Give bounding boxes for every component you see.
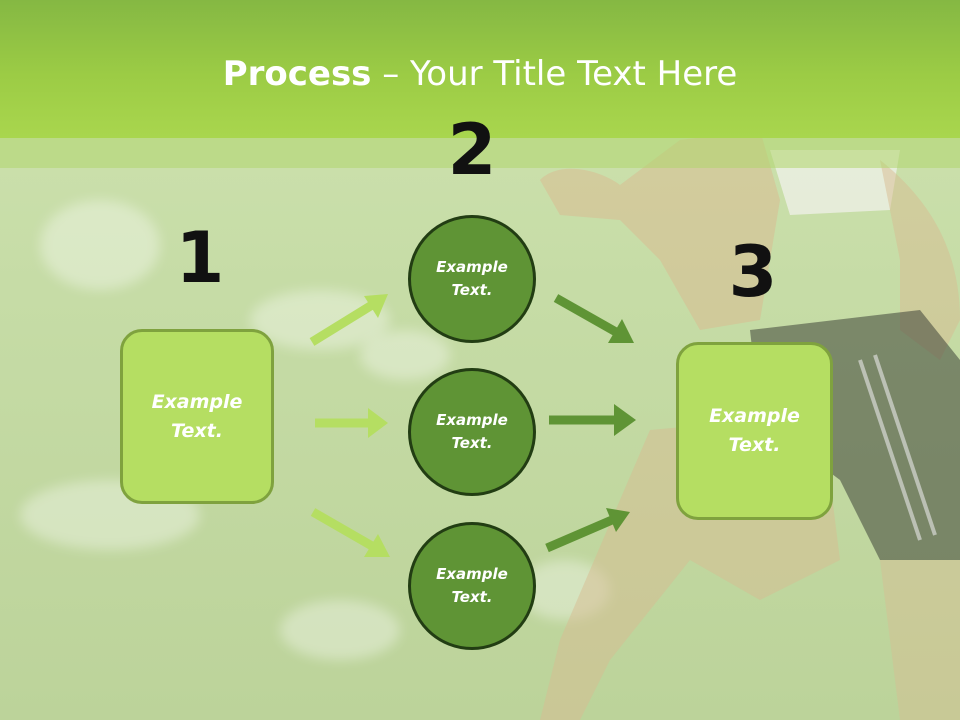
page-title: Process – Your Title Text Here	[0, 52, 960, 96]
header-bar	[0, 0, 960, 138]
right-box-label: Example Text.	[709, 405, 800, 456]
arrow-left-to-middle	[315, 408, 388, 438]
arrow-left-to-bottom	[310, 508, 390, 557]
step-number-2: 2	[447, 109, 497, 191]
background-bokeh	[280, 600, 400, 660]
circle-bottom-label: Example Text.	[436, 565, 508, 606]
circle-middle-label: Example Text.	[436, 411, 508, 452]
circle-middle: Example Text.	[408, 368, 536, 496]
step-number-1: 1	[175, 217, 225, 299]
left-box-label: Example Text.	[151, 390, 243, 442]
arrow-left-to-top	[309, 294, 388, 346]
title-bold: Process	[222, 54, 372, 94]
arrow-middle-to-right	[549, 404, 636, 436]
circle-top-label: Example Text.	[436, 258, 508, 299]
arrow-bottom-to-right	[545, 508, 630, 553]
header-strip	[0, 138, 960, 168]
right-process-box: Example Text.	[676, 342, 833, 520]
arrow-top-to-right	[553, 294, 634, 343]
left-process-box: Example Text.	[120, 329, 274, 504]
background-bokeh	[40, 200, 160, 290]
background-bokeh	[360, 330, 450, 380]
step-number-3: 3	[728, 231, 778, 313]
circle-bottom: Example Text.	[408, 522, 536, 650]
title-rest: – Your Title Text Here	[371, 54, 738, 94]
circle-top: Example Text.	[408, 215, 536, 343]
